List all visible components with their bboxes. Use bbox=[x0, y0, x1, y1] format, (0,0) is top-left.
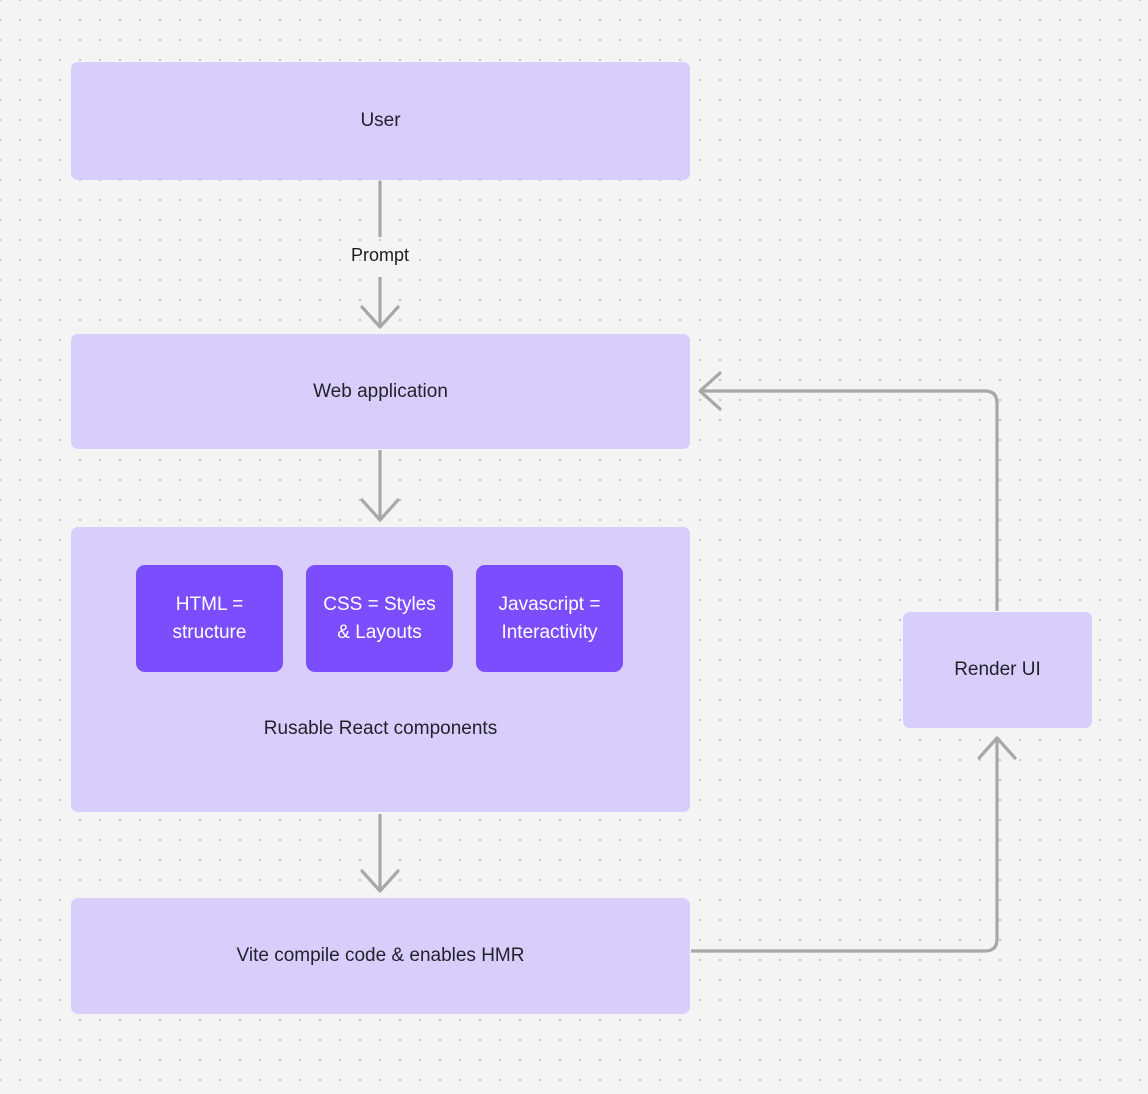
node-javascript[interactable]: Javascript = Interactivity bbox=[476, 565, 623, 672]
node-render-ui[interactable]: Render UI bbox=[903, 612, 1092, 728]
node-css[interactable]: CSS = Styles & Layouts bbox=[306, 565, 453, 672]
node-user-label: User bbox=[360, 110, 401, 132]
node-render-ui-label: Render UI bbox=[954, 659, 1041, 681]
node-web-application[interactable]: Web application bbox=[71, 334, 690, 449]
node-css-label: CSS = Styles & Layouts bbox=[323, 593, 436, 643]
node-javascript-label: Javascript = Interactivity bbox=[498, 593, 601, 643]
node-vite-label: Vite compile code & enables HMR bbox=[236, 945, 525, 967]
node-user[interactable]: User bbox=[71, 62, 690, 180]
node-vite[interactable]: Vite compile code & enables HMR bbox=[71, 898, 690, 1014]
node-html-label: HTML = structure bbox=[172, 593, 247, 643]
components-group-caption-text: Rusable React components bbox=[263, 718, 498, 739]
node-html[interactable]: HTML = structure bbox=[136, 565, 283, 672]
edge-webapp-to-components bbox=[360, 450, 400, 522]
edge-label-prompt: Prompt bbox=[330, 245, 430, 266]
edge-components-to-vite bbox=[360, 814, 400, 893]
components-group-caption: Rusable React components bbox=[71, 718, 690, 740]
edge-vite-to-render bbox=[691, 736, 1017, 953]
edge-label-prompt-text: Prompt bbox=[350, 245, 410, 265]
node-web-application-label: Web application bbox=[313, 380, 448, 402]
edge-render-to-webapp bbox=[698, 371, 999, 611]
